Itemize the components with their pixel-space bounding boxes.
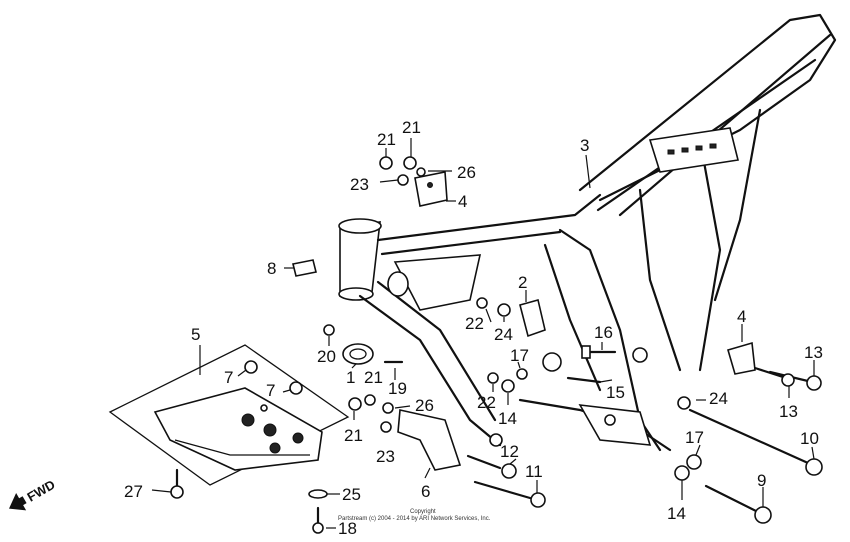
callout-26a: 26 bbox=[457, 163, 476, 182]
nut-21d[interactable] bbox=[364, 394, 376, 406]
washer-24a[interactable] bbox=[497, 303, 511, 317]
callout-20: 20 bbox=[317, 347, 336, 366]
bolt-15[interactable] bbox=[566, 376, 602, 384]
callout-18: 18 bbox=[338, 519, 357, 538]
bracket-upper[interactable] bbox=[414, 171, 448, 207]
copyright-line2: Partstream (c) 2004 - 2014 by ARI Networ… bbox=[338, 516, 491, 522]
callout-14a: 14 bbox=[498, 409, 517, 428]
callout-9: 9 bbox=[757, 471, 766, 490]
nut-upper-a[interactable] bbox=[379, 156, 393, 170]
callout-10: 10 bbox=[800, 429, 819, 448]
callout-21b: 21 bbox=[402, 118, 421, 137]
callout-25: 25 bbox=[342, 485, 361, 504]
washer-26b[interactable] bbox=[382, 402, 394, 414]
callout-3: 3 bbox=[580, 136, 589, 155]
callout-17b: 17 bbox=[685, 428, 704, 447]
bolt-12[interactable] bbox=[466, 454, 502, 470]
callout-21c: 21 bbox=[364, 368, 383, 387]
callout-1: 1 bbox=[346, 368, 355, 387]
callout-21d: 21 bbox=[344, 426, 363, 445]
bracket-2[interactable] bbox=[519, 299, 546, 338]
bolt-11[interactable] bbox=[473, 480, 532, 500]
callout-17a: 17 bbox=[510, 346, 529, 365]
callout-5: 5 bbox=[191, 325, 200, 344]
nut-21c[interactable] bbox=[348, 397, 362, 411]
callout-15: 15 bbox=[606, 383, 625, 402]
washer-24b[interactable] bbox=[677, 396, 691, 410]
callout-24b: 24 bbox=[709, 389, 728, 408]
washer-14b[interactable] bbox=[674, 465, 690, 481]
fwd-arrow: FWD bbox=[9, 477, 58, 511]
nut-17b[interactable] bbox=[686, 454, 702, 470]
callout-13b: 13 bbox=[779, 402, 798, 421]
callout-7a: 7 bbox=[224, 368, 233, 387]
washer-upper[interactable] bbox=[397, 174, 409, 186]
callout-23b: 23 bbox=[376, 447, 395, 466]
callout-23a: 23 bbox=[350, 175, 369, 194]
callout-8: 8 bbox=[267, 259, 276, 278]
rubber-block[interactable] bbox=[292, 259, 317, 277]
nut-22a[interactable] bbox=[476, 297, 488, 309]
callout-labels: 21 21 23 26 4 3 8 5 7 7 20 1 21 19 26 21… bbox=[124, 118, 823, 538]
callout-22a: 22 bbox=[465, 314, 484, 333]
bracket-6[interactable] bbox=[397, 409, 462, 471]
nut-20[interactable] bbox=[323, 324, 335, 336]
nut-upper-b[interactable] bbox=[403, 156, 417, 170]
callout-11: 11 bbox=[525, 462, 543, 481]
bolt-9[interactable] bbox=[704, 484, 760, 514]
nut-22b[interactable] bbox=[487, 372, 499, 384]
callout-4b: 4 bbox=[737, 307, 746, 326]
callout-12: 12 bbox=[500, 442, 519, 461]
callout-7b: 7 bbox=[266, 381, 275, 400]
bolt-7a[interactable] bbox=[244, 360, 258, 374]
skid-plate[interactable] bbox=[108, 344, 350, 486]
callout-24a: 24 bbox=[494, 325, 513, 344]
callout-21a: 21 bbox=[377, 130, 396, 149]
callout-2: 2 bbox=[518, 273, 527, 292]
bolt-7b[interactable] bbox=[289, 381, 303, 395]
callout-27: 27 bbox=[124, 482, 143, 501]
washer-14a[interactable] bbox=[501, 379, 515, 393]
callout-16: 16 bbox=[594, 323, 613, 342]
washer-upper-b[interactable] bbox=[416, 167, 426, 177]
bolt-10[interactable] bbox=[688, 408, 810, 465]
callout-14b: 14 bbox=[667, 504, 686, 523]
callout-6: 6 bbox=[421, 482, 430, 501]
clamp-1[interactable] bbox=[342, 343, 374, 365]
fwd-label: FWD bbox=[25, 477, 58, 505]
bolt-13b[interactable] bbox=[753, 366, 788, 380]
frame-body[interactable] bbox=[338, 13, 837, 452]
washer-25[interactable] bbox=[308, 489, 328, 499]
bracket-right[interactable] bbox=[727, 341, 756, 375]
washer-23b[interactable] bbox=[380, 421, 392, 433]
callout-26b: 26 bbox=[415, 396, 434, 415]
callout-4a: 4 bbox=[458, 192, 467, 211]
callout-19: 19 bbox=[388, 379, 407, 398]
copyright-line1: Copyright bbox=[410, 509, 436, 515]
callout-13a: 13 bbox=[804, 343, 823, 362]
nut-17a[interactable] bbox=[516, 368, 528, 380]
callout-22b: 22 bbox=[477, 393, 496, 412]
leader-lines bbox=[151, 138, 815, 529]
arrow-left-icon bbox=[9, 493, 27, 511]
